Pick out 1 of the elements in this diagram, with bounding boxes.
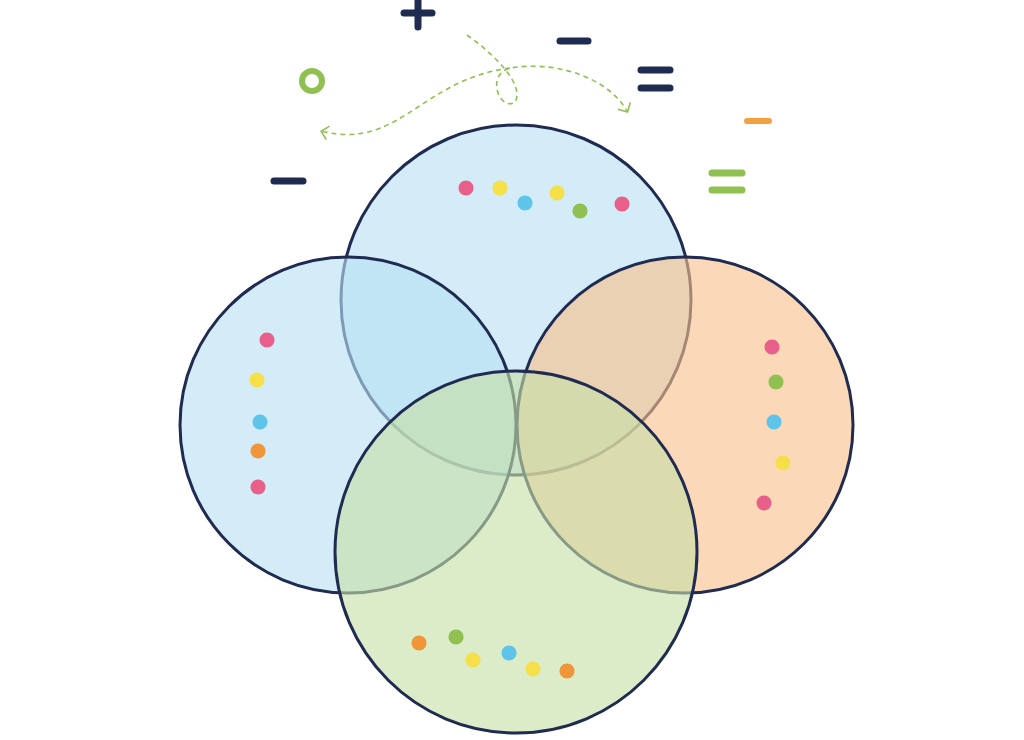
circle-shape [333,369,699,735]
